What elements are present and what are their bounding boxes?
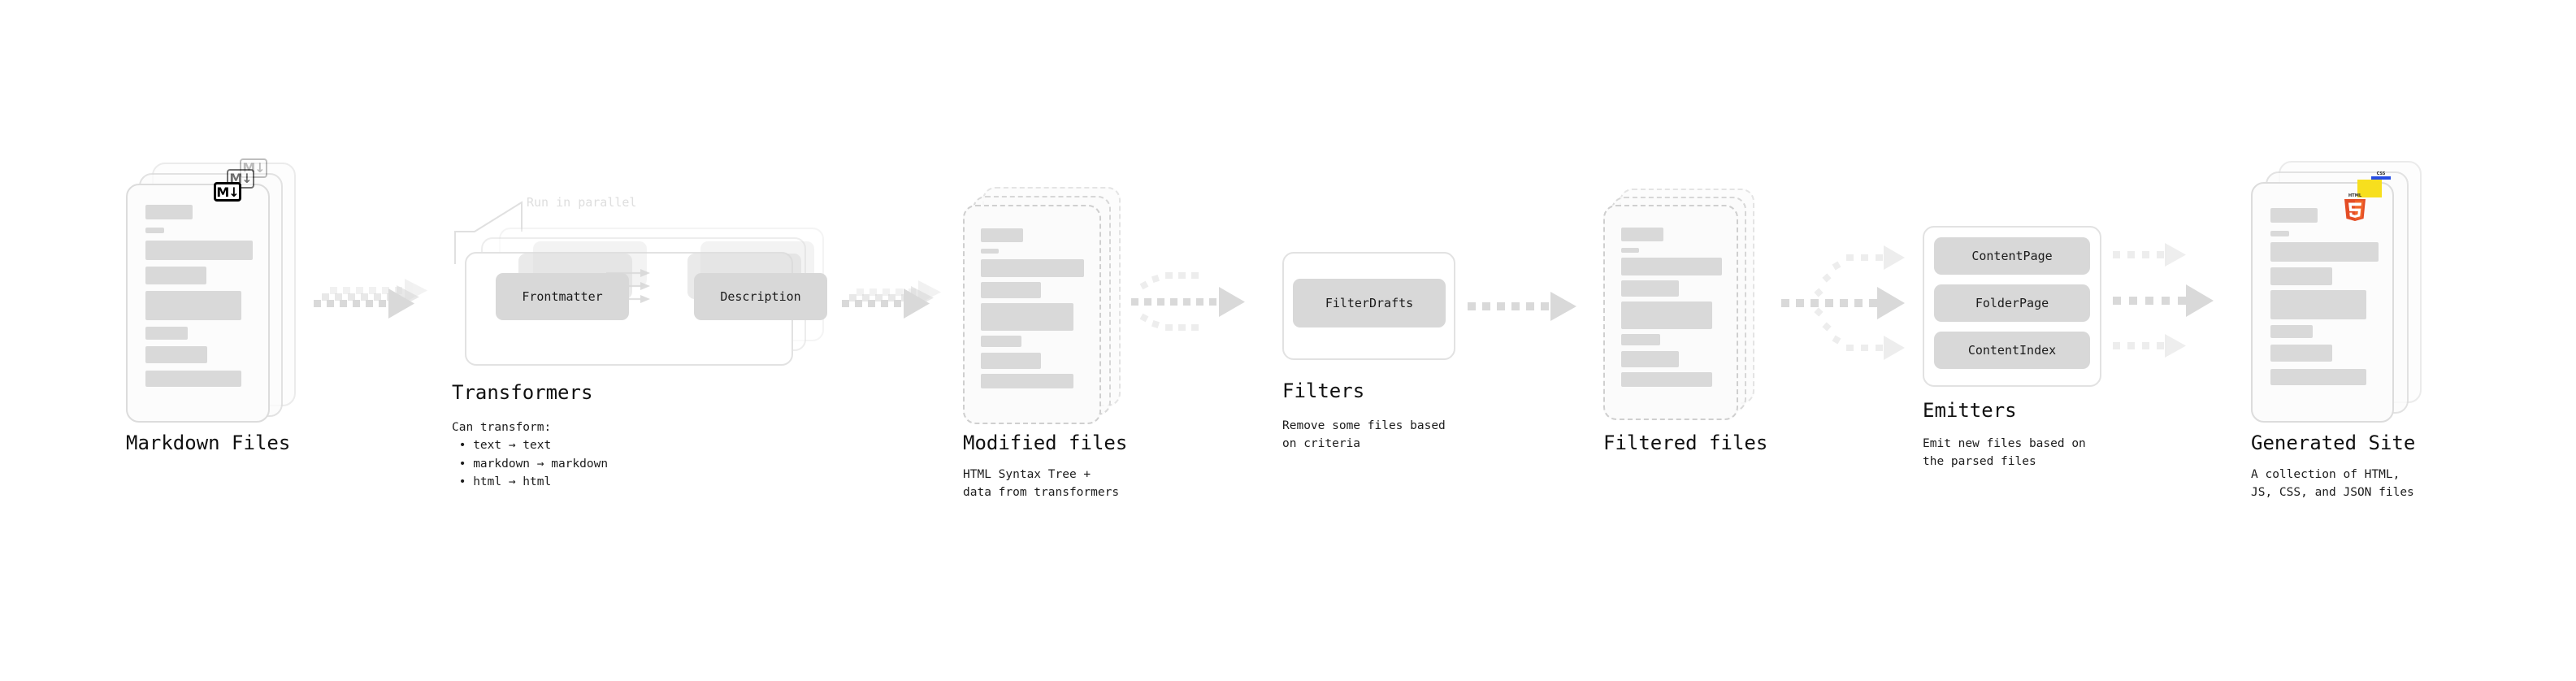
generated-file-card-html <box>2251 182 2394 423</box>
arrow-modified-files-to-filters <box>1131 272 1245 331</box>
stage-title-filtered-files: Filtered files <box>1603 432 1768 454</box>
stage-title-markdown-files: Markdown Files <box>126 432 291 454</box>
skeleton-bar <box>145 291 241 320</box>
skeleton-bar <box>1621 228 1663 241</box>
arrow-filtered-files-to-emitters <box>1781 245 1905 360</box>
chip-label: FilterDrafts <box>1325 295 1414 310</box>
skeleton-bar <box>2270 242 2379 262</box>
stage-title-transformers: Transformers <box>452 381 593 404</box>
skeleton-bar <box>145 346 207 363</box>
stage-title-filters: Filters <box>1282 380 1365 402</box>
arrow-filters-to-filtered-files <box>1468 292 1576 321</box>
stage-desc-filters: Remove some files based on criteria <box>1282 419 1446 451</box>
stage-desc-generated-site: A collection of HTML, JS, CSS, and JSON … <box>2251 468 2414 500</box>
css-logo-icon: CSS <box>2371 171 2391 180</box>
arrow-markdown-to-transformers <box>314 279 427 319</box>
skeleton-bar <box>145 371 241 387</box>
skeleton-bar <box>981 249 999 254</box>
svg-text:CSS: CSS <box>2377 171 2386 176</box>
skeleton-bar <box>1621 280 1679 297</box>
markdown-badge-glyph: M↓ <box>216 184 239 200</box>
filtered-files-stack <box>1603 189 1778 432</box>
skeleton-bar <box>1621 334 1660 345</box>
transformers-group: Frontmatter Description <box>452 228 842 366</box>
stage-desc-emitters: Emit new files based on the parsed files <box>1923 437 2086 469</box>
stage-title-generated-site: Generated Site <box>2251 432 2416 454</box>
skeleton-bar <box>2270 369 2366 385</box>
skeleton-bar <box>1621 301 1712 329</box>
chip-label: Description <box>720 288 801 304</box>
transformer-chip-frontmatter[interactable]: Frontmatter <box>496 273 629 320</box>
skeleton-bar <box>981 282 1041 298</box>
skeleton-bar <box>981 336 1021 347</box>
run-in-parallel-bracket <box>454 201 523 264</box>
markdown-files-stack: M↓ M↓ M↓ <box>126 158 301 423</box>
skeleton-bar <box>981 228 1023 242</box>
markdown-badge: M↓ <box>214 182 241 202</box>
chip-label: FolderPage <box>1975 295 2049 310</box>
skeleton-bar <box>1621 372 1712 387</box>
modified-files-stack <box>963 187 1138 431</box>
css-badge: CSS <box>2370 170 2392 181</box>
stage-title-modified-files: Modified files <box>963 432 1128 454</box>
filtered-file-card-front <box>1603 205 1738 420</box>
js-badge <box>2357 180 2382 197</box>
generated-site-stack: CSS HTML <box>2251 161 2438 425</box>
emitters-group: ContentPage FolderPage ContentIndex <box>1923 226 2103 388</box>
chip-label: ContentIndex <box>1967 342 2057 358</box>
stage-title-emitters: Emitters <box>1923 399 2017 422</box>
skeleton-bar <box>2270 345 2332 362</box>
skeleton-bar <box>2270 290 2366 319</box>
transformer-chip-description[interactable]: Description <box>694 273 827 320</box>
skeleton-bar <box>2270 208 2318 223</box>
skeleton-bar <box>2270 267 2332 285</box>
html5-badge: HTML <box>2343 192 2367 221</box>
skeleton-bar <box>145 205 193 219</box>
arrow-transformers-to-modified-files <box>842 280 941 319</box>
stage-desc-modified-files: HTML Syntax Tree + data from transformer… <box>963 468 1120 500</box>
skeleton-bar <box>981 374 1073 388</box>
emitter-chip-contentindex[interactable]: ContentIndex <box>1934 332 2090 369</box>
filters-group: FilterDrafts <box>1282 252 1457 362</box>
filter-chip-filterdrafts[interactable]: FilterDrafts <box>1293 279 1446 327</box>
skeleton-bar <box>145 228 164 233</box>
emitter-chip-contentpage[interactable]: ContentPage <box>1934 237 2090 275</box>
skeleton-bar <box>981 303 1073 331</box>
run-in-parallel-label: Run in parallel <box>527 195 637 210</box>
skeleton-bar <box>1621 258 1722 275</box>
skeleton-bar <box>2270 231 2289 236</box>
skeleton-bar <box>1621 248 1639 253</box>
html5-logo-icon: HTML <box>2344 193 2366 221</box>
stage-desc-transformers: Can transform: • text → text • markdown … <box>452 421 609 489</box>
markdown-file-card-front <box>126 184 270 423</box>
arrow-emitters-to-generated-site <box>2113 243 2214 358</box>
skeleton-bar <box>145 327 188 340</box>
chip-label: Frontmatter <box>522 288 603 304</box>
emitter-chip-folderpage[interactable]: FolderPage <box>1934 284 2090 322</box>
skeleton-bar <box>145 241 253 260</box>
skeleton-bar <box>145 267 206 284</box>
skeleton-bar <box>2270 325 2313 338</box>
skeleton-bar <box>1621 351 1679 367</box>
skeleton-bar <box>981 353 1041 369</box>
chip-label: ContentPage <box>1971 248 2053 263</box>
modified-file-card-front <box>963 205 1101 424</box>
skeleton-bar <box>981 259 1084 277</box>
svg-text:HTML: HTML <box>2348 193 2362 198</box>
